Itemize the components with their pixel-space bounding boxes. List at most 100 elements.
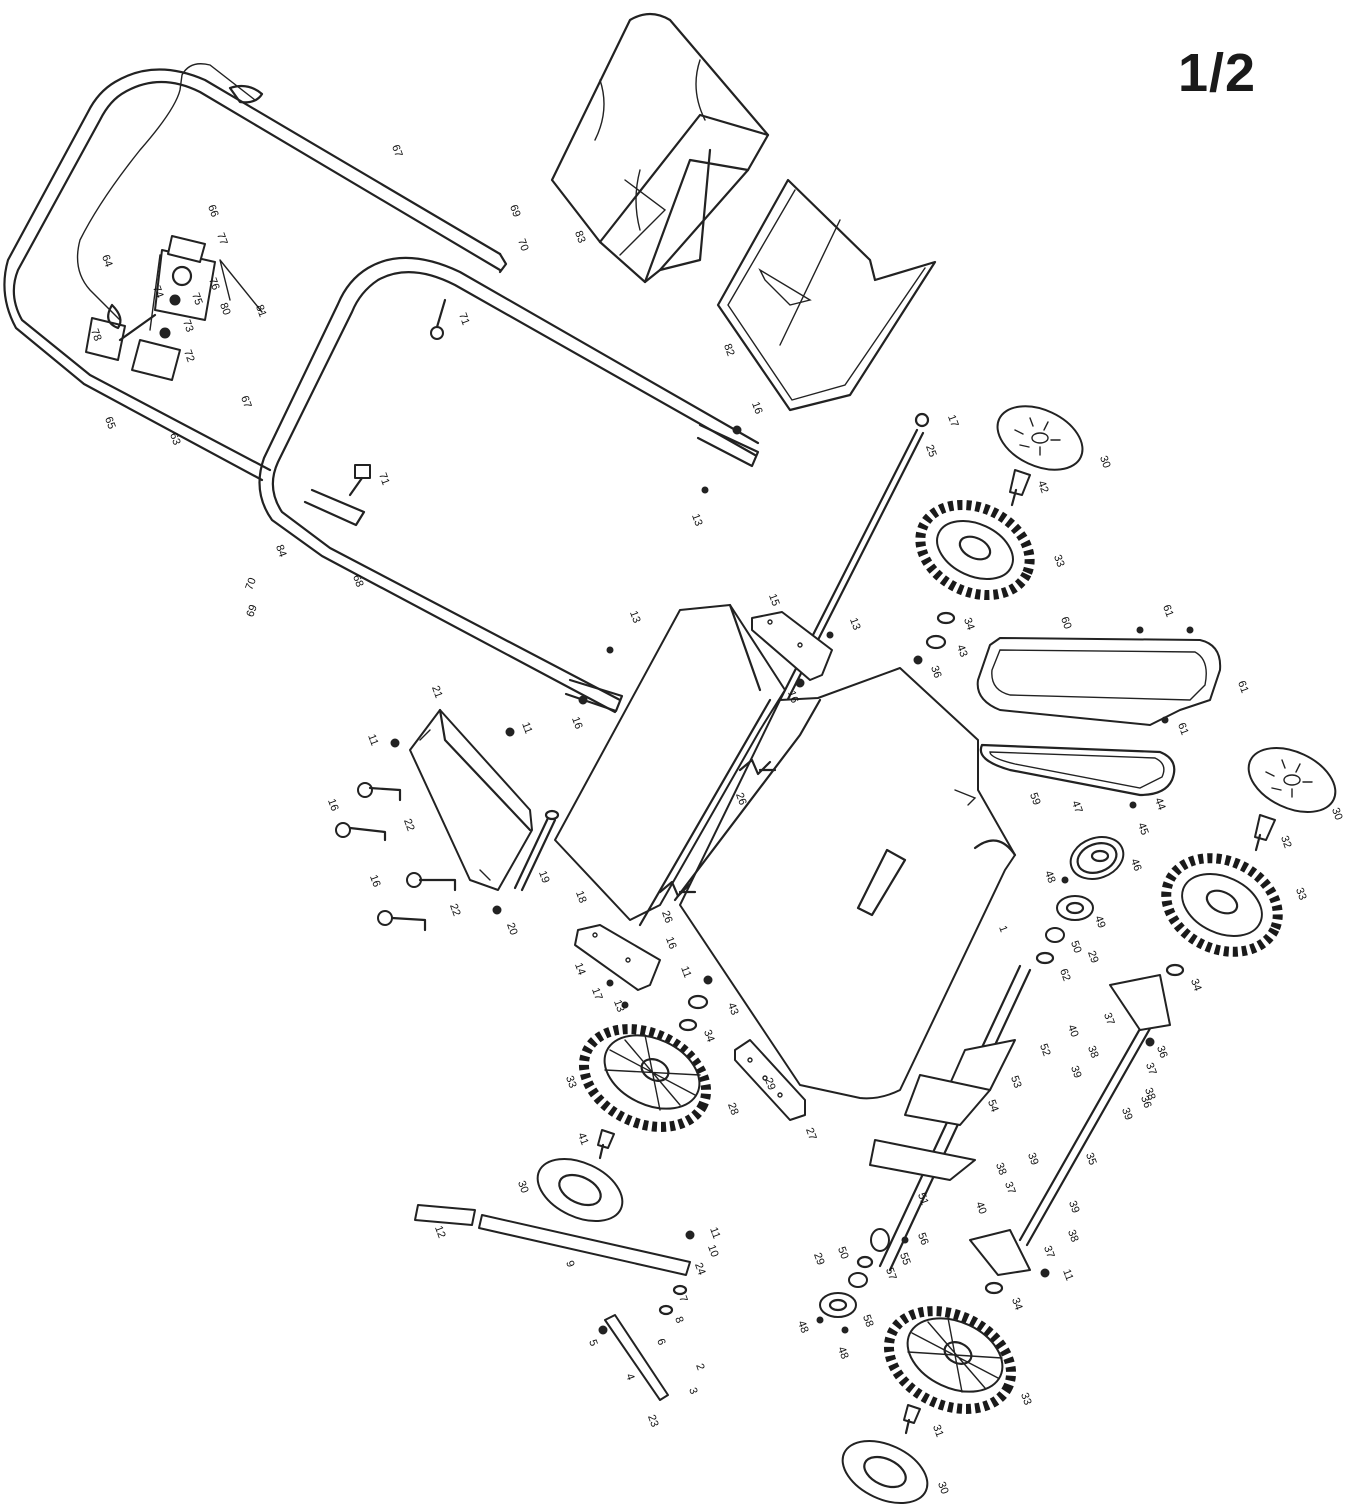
switch-assembly [85, 235, 263, 381]
part-label-nut-16d: 16 [325, 797, 340, 813]
part-label-nut-16a: 16 [749, 400, 764, 416]
spring-26a [738, 758, 777, 776]
plate-40a [1109, 974, 1171, 1031]
lever-9 [478, 1214, 691, 1276]
part-label-screw-3: 3 [686, 1386, 699, 1396]
nut-36a [913, 655, 923, 665]
part-label-part-37a: 37 [1101, 1011, 1116, 1027]
part-label-part-38a: 38 [1085, 1044, 1100, 1060]
part-label-clamp-69b: 69 [244, 603, 259, 619]
nut-48b [816, 1316, 824, 1324]
part-label-wheel-33d: 33 [1018, 1391, 1033, 1407]
wheel-33a [915, 499, 1035, 601]
nut-16a [732, 425, 742, 435]
part-label-bearing-58: 58 [860, 1313, 875, 1329]
part-label-washer-43a: 43 [954, 643, 969, 659]
bearing-58 [819, 1292, 857, 1318]
part-label-nut-5: 5 [586, 1338, 599, 1348]
deck-1 [673, 667, 1017, 1100]
part-label-clamp-70b: 70 [243, 576, 258, 592]
part-label-washer-34a: 34 [961, 616, 976, 632]
bolt-31 [903, 1404, 921, 1435]
part-label-belt-59: 59 [1027, 791, 1042, 807]
part-label-switch-77: 77 [214, 231, 229, 247]
part-label-bolt-71a: 71 [456, 311, 471, 327]
part-label-screw-44: 44 [1152, 796, 1167, 812]
part-label-part-37b: 37 [1143, 1061, 1158, 1077]
part-label-wheel-33b: 33 [1293, 886, 1308, 902]
part-label-bolt-22a: 22 [401, 817, 416, 833]
part-label-grassbag-83: 83 [572, 229, 587, 245]
part-label-washer-8: 8 [672, 1315, 685, 1325]
part-label-lever-9: 9 [563, 1259, 576, 1269]
lower-handle [258, 256, 760, 714]
blade-51 [869, 1139, 976, 1181]
part-label-washer-24: 24 [692, 1261, 707, 1277]
part-label-wheel-33c: 33 [563, 1074, 578, 1090]
part-label-switch-81: 81 [253, 303, 268, 319]
belt-cover-60 [976, 637, 1222, 726]
part-label-bolt-32: 32 [1278, 834, 1293, 850]
part-label-washer-62: 62 [1057, 967, 1072, 983]
washer-57 [856, 1255, 874, 1269]
screw-61a [1136, 626, 1144, 634]
part-label-part-39d: 39 [1066, 1199, 1081, 1215]
part-label-screw-13b: 13 [627, 609, 642, 625]
part-label-nut-36a: 36 [928, 664, 943, 680]
washer-34a [936, 611, 956, 625]
part-label-clamp-70a: 70 [515, 237, 530, 253]
page-number: 1/2 [1178, 43, 1257, 103]
hubcap-30d [841, 1440, 929, 1504]
part-label-nut-29c: 29 [811, 1251, 826, 1267]
hubcap-30a [996, 405, 1084, 471]
nut-20 [492, 905, 502, 915]
nut-5 [598, 1325, 608, 1335]
part-label-part-36c: 36 [1138, 1094, 1153, 1110]
part-label-bracket-21: 21 [429, 684, 444, 700]
part-label-part-39c: 39 [1025, 1151, 1040, 1167]
part-label-nut-11e: 11 [1060, 1268, 1075, 1283]
nut-16c [795, 678, 805, 688]
bolt-71a [430, 298, 447, 340]
screw-13a [701, 486, 709, 494]
part-label-axle-35: 35 [1083, 1151, 1098, 1167]
part-label-part-37c: 37 [1002, 1180, 1017, 1196]
part-label-nut-20: 20 [504, 921, 519, 937]
axle-35 [1018, 1018, 1154, 1247]
part-label-nut-17: 17 [589, 986, 604, 1002]
part-label-switch-78: 78 [88, 327, 103, 343]
part-label-belt-cover-60: 60 [1058, 615, 1073, 631]
nut-11c [703, 975, 713, 985]
part-label-nut-48a: 48 [1042, 869, 1057, 885]
part-label-switch-72: 72 [181, 348, 196, 364]
part-label-nut-11b: 11 [519, 721, 534, 736]
link-4 [604, 1314, 669, 1401]
nut-36b [1145, 1037, 1155, 1047]
part-label-screw-56: 56 [915, 1231, 930, 1247]
frame-82 [716, 178, 937, 412]
washer-34c [678, 1018, 698, 1032]
part-label-bracket-15: 15 [766, 592, 781, 608]
part-label-part-38d: 38 [1065, 1228, 1080, 1244]
part-label-switch-76: 76 [206, 276, 221, 292]
part-label-washer-7: 7 [676, 1294, 689, 1304]
flap-18 [554, 603, 786, 927]
part-label-upper-handle: 63 [167, 431, 182, 447]
part-label-part-38b: 38 [1142, 1086, 1157, 1102]
part-label-pin-67a: 67 [389, 143, 404, 159]
part-label-nut-29b: 29 [762, 1076, 777, 1092]
belt-59 [979, 743, 1176, 797]
bearing-49 [1056, 895, 1094, 921]
plate-40b [969, 1229, 1031, 1276]
bush-55 [870, 1228, 890, 1252]
grassbag-83 [550, 12, 770, 284]
part-label-deck-1: 1 [996, 924, 1009, 934]
part-label-screw-65: 65 [102, 415, 117, 431]
bolt-32 [1254, 814, 1276, 852]
nut-11a [390, 738, 400, 748]
part-label-clamp-69a: 69 [507, 203, 522, 219]
nut-16b [578, 695, 588, 705]
part-label-spring-26a: 26 [733, 791, 748, 807]
part-label-part-38c: 38 [993, 1161, 1008, 1177]
